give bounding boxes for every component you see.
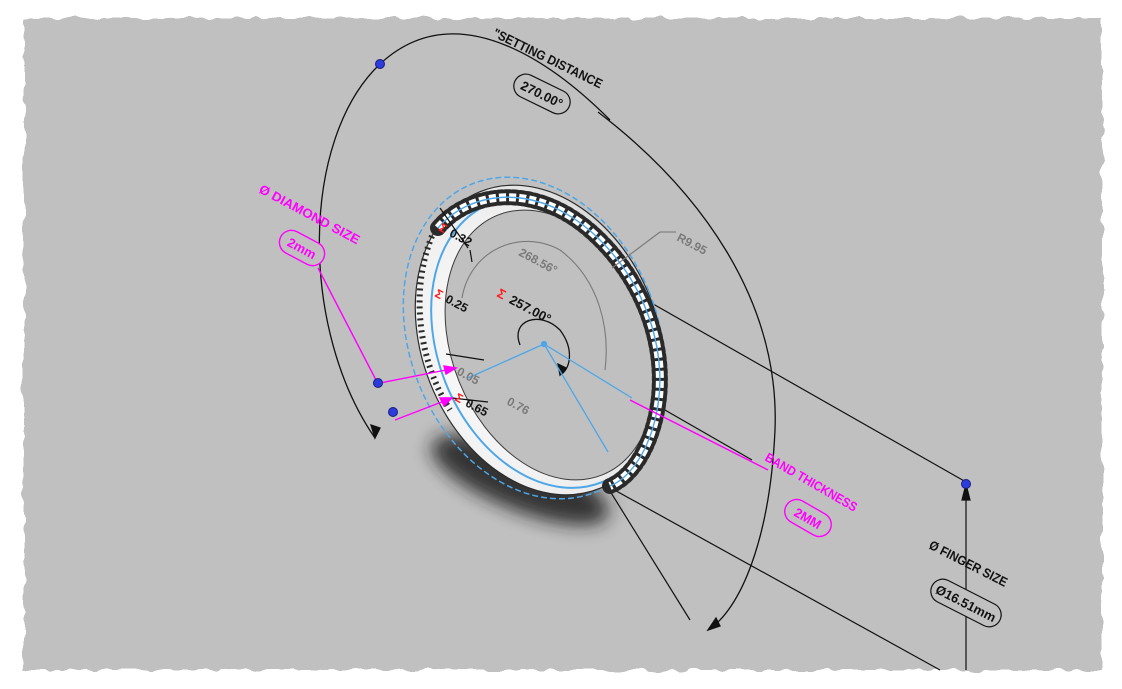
- left-leaders: [439, 207, 489, 403]
- point-diamond-1: [373, 378, 383, 388]
- center-sketch: [467, 340, 633, 453]
- inner-dimension-arcs: [461, 231, 676, 371]
- ring-model: [402, 176, 668, 500]
- sketch-points[interactable]: [373, 59, 971, 489]
- point-setting-top: [375, 59, 385, 69]
- point-diamond-2: [388, 407, 398, 417]
- magenta-leaders: [317, 267, 769, 471]
- setting-distance-arc: [318, 33, 776, 632]
- point-finger-size: [961, 479, 971, 489]
